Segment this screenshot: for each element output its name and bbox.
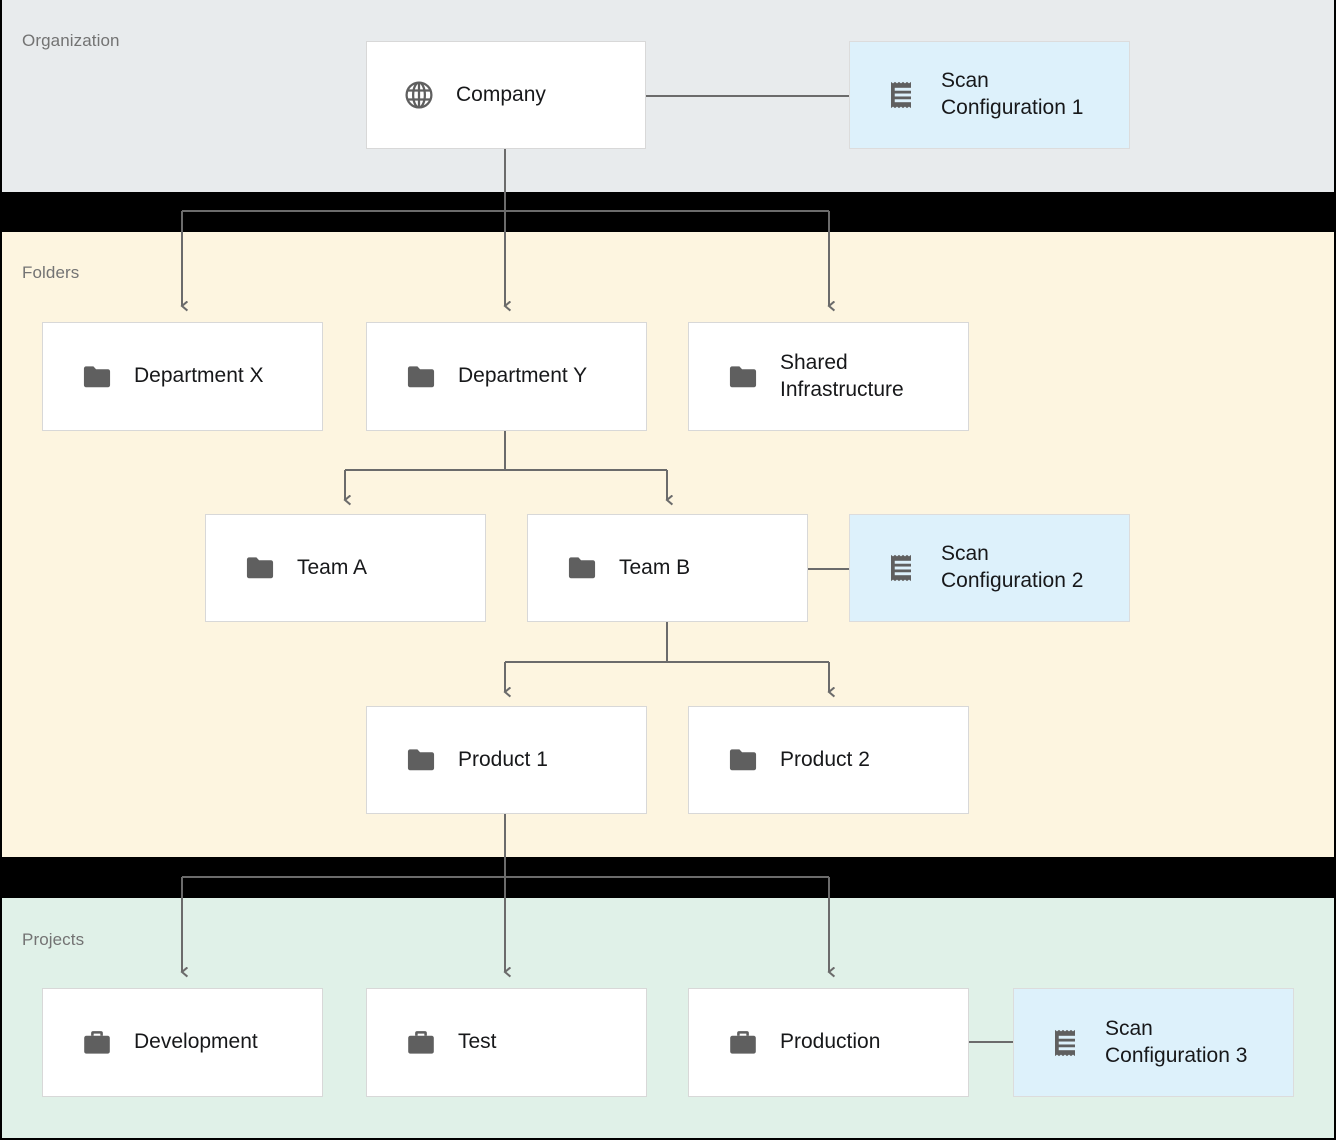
node-label: Scan Configuration 2 — [941, 542, 1084, 592]
node-team-b[interactable]: Team B — [527, 514, 808, 622]
node-scan-configuration-1[interactable]: Scan Configuration 1 — [849, 41, 1130, 149]
node-label: Scan Configuration 3 — [1105, 1016, 1248, 1067]
node-development[interactable]: Development — [42, 988, 323, 1097]
node-department-y[interactable]: Department Y — [366, 322, 647, 431]
receipt-icon — [887, 552, 919, 584]
node-label: Team B — [619, 555, 691, 579]
node-label: Scan Configuration 1 — [941, 69, 1084, 119]
receipt-icon — [887, 79, 919, 111]
node-company[interactable]: Company — [366, 41, 646, 149]
node-label: Department Y — [458, 364, 588, 388]
node-label: Production — [780, 1030, 881, 1054]
folder-icon — [566, 552, 598, 584]
node-label: Department X — [134, 364, 264, 388]
band-organization — [2, 0, 1334, 192]
node-scan-configuration-2[interactable]: Scan Configuration 2 — [849, 514, 1130, 622]
node-shared-infrastructure[interactable]: Shared Infrastructure — [688, 322, 969, 431]
folder-icon — [727, 361, 759, 393]
briefcase-icon — [727, 1027, 759, 1059]
folder-icon — [244, 552, 276, 584]
node-label: Product 2 — [780, 747, 870, 771]
node-label: Team A — [297, 555, 368, 579]
node-label: Product 1 — [458, 747, 548, 771]
globe-icon — [403, 79, 435, 111]
briefcase-icon — [81, 1027, 113, 1059]
node-team-a[interactable]: Team A — [205, 514, 486, 622]
node-department-x[interactable]: Department X — [42, 322, 323, 431]
folder-icon — [405, 744, 437, 776]
node-label: Company — [456, 82, 546, 106]
node-product-2[interactable]: Product 2 — [688, 706, 969, 814]
node-label: Development — [134, 1030, 258, 1054]
receipt-icon — [1051, 1027, 1083, 1059]
node-production[interactable]: Production — [688, 988, 969, 1097]
node-label: Shared Infrastructure — [780, 350, 904, 401]
node-label: Test — [458, 1030, 497, 1054]
node-test[interactable]: Test — [366, 988, 647, 1097]
band-label-organization: Organization — [22, 31, 120, 50]
node-product-1[interactable]: Product 1 — [366, 706, 647, 814]
briefcase-icon — [405, 1027, 437, 1059]
folder-icon — [727, 744, 759, 776]
node-scan-configuration-3[interactable]: Scan Configuration 3 — [1013, 988, 1294, 1097]
folder-icon — [405, 361, 437, 393]
band-label-folders: Folders — [22, 263, 80, 282]
band-label-projects: Projects — [22, 930, 85, 949]
folder-icon — [81, 361, 113, 393]
